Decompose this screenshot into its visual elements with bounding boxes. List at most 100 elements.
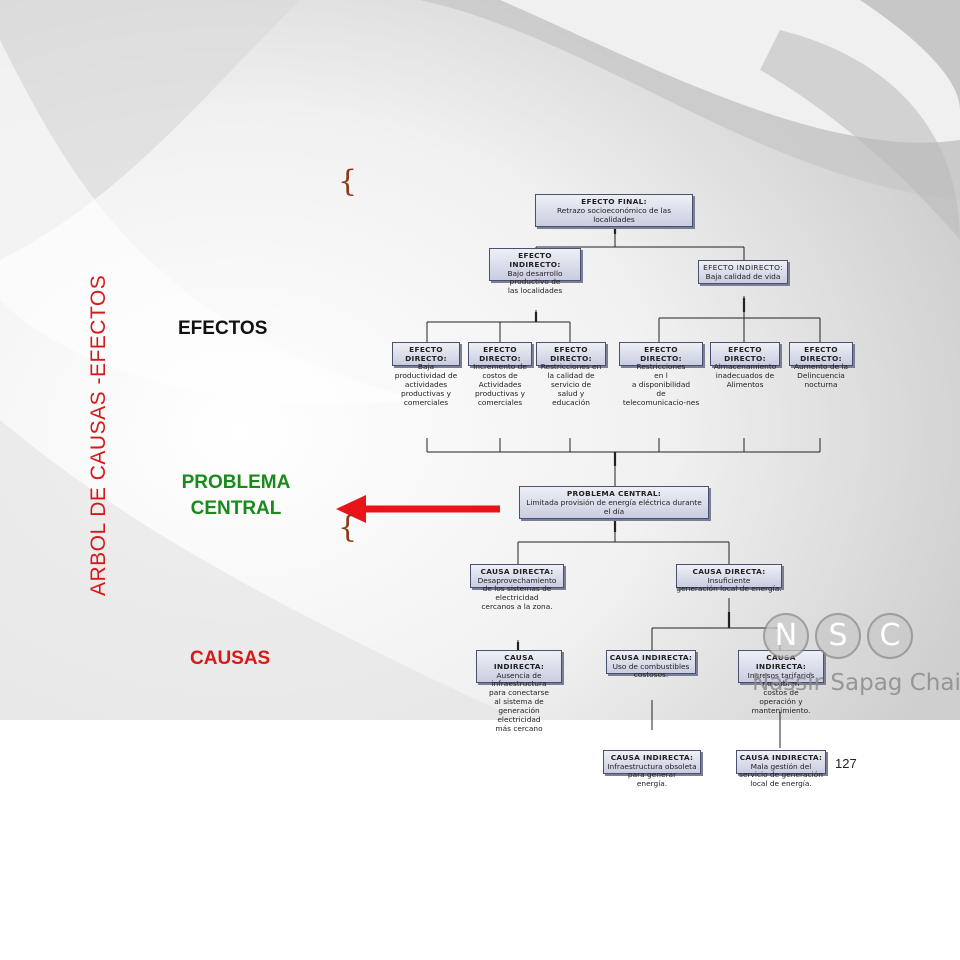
efecto-directo-ext: Delincuencia — [797, 371, 845, 380]
causa-indirecta-ext: costos de — [763, 688, 799, 697]
efecto-indirecto-box: EFECTO INDIRECTO: Baja calidad de vida — [698, 260, 788, 284]
causa-indirecta-ext: servicio de generación — [739, 770, 823, 779]
causa-indirecta-box: CAUSA INDIRECTA: Ausencia de infraestruc… — [476, 650, 562, 733]
efecto-directo-box: EFECTO DIRECTO: Incremento de costos de … — [468, 342, 532, 407]
causa-indirecta-ext: más cercano — [495, 724, 543, 733]
causa-indirecta-header: CAUSA INDIRECTA: Ausencia de — [476, 650, 562, 683]
problema-central-text: Limitada provisión de energía eléctrica … — [526, 498, 702, 516]
efecto-directo-title: EFECTO DIRECTO: — [800, 345, 842, 363]
problema-central-title: PROBLEMA CENTRAL: — [566, 489, 662, 498]
causa-indirecta-header: CAUSA INDIRECTA: Uso de combustibles — [606, 650, 696, 674]
efecto-directo-ext: Incremento de — [473, 362, 527, 371]
efecto-directo-ext: nocturna — [804, 380, 838, 389]
nsc-logo-letter: N — [774, 618, 798, 653]
causa-indirecta-ext: generación — [498, 706, 540, 715]
efecto-directo-ext: Restricciones — [636, 362, 686, 371]
efecto-directo-header: EFECTO DIRECTO: — [619, 342, 703, 366]
efecto-directo-box: EFECTO DIRECTO: Restricciones en l a dis… — [619, 342, 703, 407]
causa-indirecta-ext: para conectarse — [489, 688, 549, 697]
causa-indirecta-title: CAUSA INDIRECTA: — [609, 653, 693, 662]
causa-indirecta-box: CAUSA INDIRECTA: Mala gestión del servic… — [736, 750, 826, 788]
efecto-directo-ext: comerciales — [403, 398, 449, 407]
efecto-indirecto-title: EFECTO INDIRECTO: — [703, 263, 783, 272]
efecto-directo-ext: productividad de — [394, 371, 458, 380]
efecto-final-header: EFECTO FINAL: Retrazo socioeconómico de … — [535, 194, 693, 227]
causa-indirecta-ext: energía. — [636, 779, 668, 788]
causa-indirecta-title: CAUSA INDIRECTA: — [739, 753, 823, 762]
efecto-indirecto-box: EFECTO INDIRECTO: Bajo desarrollo produc… — [489, 248, 581, 295]
efecto-directo-ext: comerciales — [477, 398, 523, 407]
causa-indirecta-box: CAUSA INDIRECTA: Uso de combustibles cos… — [606, 650, 696, 679]
causa-indirecta-ext: al sistema de — [494, 697, 544, 706]
efecto-final-box: EFECTO FINAL: Retrazo socioeconómico de … — [535, 194, 693, 227]
causa-indirecta-ext: para generar — [627, 770, 677, 779]
brace-top-decoration: { — [338, 164, 358, 199]
causa-indirecta-header: CAUSA INDIRECTA: Infraestructura obsolet… — [603, 750, 701, 774]
nsc-logo-letter: C — [879, 618, 901, 653]
efecto-directo-title: EFECTO DIRECTO: — [724, 345, 766, 363]
causa-indirecta-text: Ausencia de — [496, 671, 542, 680]
efecto-indirecto-header: EFECTO INDIRECTO: Baja calidad de vida — [698, 260, 788, 284]
causa-indirecta-ext: no cubren — [762, 679, 800, 688]
efecto-directo-ext: productivas y — [401, 389, 451, 398]
efecto-directo-ext: Aumento de la — [793, 362, 849, 371]
nsc-logo-text: Nassir Sapag Chain — [752, 670, 960, 696]
label-problema-line1: PROBLEMA — [181, 472, 291, 493]
label-problema-central: PROBLEMA CENTRAL — [166, 470, 306, 522]
efecto-directo-ext: costos de — [482, 371, 518, 380]
efecto-directo-ext: Baja — [417, 362, 435, 371]
vertical-title: ARBOL DE CAUSAS -EFECTOS — [87, 274, 110, 596]
efecto-directo-header: EFECTO DIRECTO: — [710, 342, 780, 366]
causa-indirecta-ext: infraestructura — [491, 679, 547, 688]
efecto-indirecto-text: Baja calidad de vida — [705, 272, 781, 281]
efecto-directo-title: EFECTO DIRECTO: — [640, 345, 682, 363]
efecto-directo-title: EFECTO DIRECTO: — [479, 345, 521, 363]
efecto-directo-title: EFECTO DIRECTO: — [550, 345, 592, 363]
efecto-final-title: EFECTO FINAL: — [581, 197, 647, 206]
label-causas: CAUSAS — [190, 648, 271, 669]
efecto-directo-ext: Almacenamiento — [713, 362, 777, 371]
nsc-logo: N S C Nassir Sapag Chain — [752, 612, 960, 702]
page-number: 127 — [835, 756, 857, 771]
causa-indirecta-title: CAUSA INDIRECTA: — [610, 753, 694, 762]
efecto-final-text: Retrazo socioeconómico de las localidade… — [556, 206, 672, 224]
label-efectos: EFECTOS — [178, 318, 268, 339]
efecto-indirecto-text: Bajo desarrollo — [507, 269, 563, 278]
efecto-directo-ext: la calidad de — [547, 371, 595, 380]
causa-directa-header: CAUSA DIRECTA: Insuficiente — [676, 564, 782, 588]
efecto-directo-ext: educación — [552, 398, 590, 407]
causa-directa-text: Insuficiente — [707, 576, 751, 585]
efecto-directo-ext: Restricciones en — [540, 362, 602, 371]
efecto-directo-box: EFECTO DIRECTO: Aumento de la Delincuenc… — [789, 342, 853, 389]
efecto-directo-ext: a disponibilidad — [631, 380, 691, 389]
causa-indirecta-text: Mala gestión del — [750, 762, 812, 771]
efecto-directo-ext: inadecuados de — [715, 371, 775, 380]
efecto-directo-ext: salud y — [557, 389, 585, 398]
efecto-directo-ext: Alimentos — [726, 380, 764, 389]
efecto-directo-header: EFECTO DIRECTO: — [789, 342, 853, 366]
causa-directa-title: CAUSA DIRECTA: — [692, 567, 766, 576]
causa-directa-box: CAUSA DIRECTA: Insuficiente generación l… — [676, 564, 782, 593]
efecto-indirecto-header: EFECTO INDIRECTO: Bajo desarrollo — [489, 248, 581, 281]
causa-indirecta-ext: operación y — [759, 697, 803, 706]
causa-directa-text: Desaprovechamiento — [477, 576, 557, 585]
efecto-directo-ext: actividades — [404, 380, 448, 389]
problema-central-box: PROBLEMA CENTRAL: Limitada provisión de … — [519, 486, 709, 519]
label-problema-line2: CENTRAL — [190, 498, 282, 519]
efecto-indirecto-ext: productivo de — [509, 277, 561, 286]
efecto-directo-box: EFECTO DIRECTO: Almacenamiento inadecuad… — [710, 342, 780, 389]
efecto-directo-header: EFECTO DIRECTO: — [468, 342, 532, 366]
causa-indirecta-header: CAUSA INDIRECTA: Mala gestión del — [736, 750, 826, 774]
causa-indirecta-box: CAUSA INDIRECTA: Infraestructura obsolet… — [603, 750, 701, 788]
efecto-indirecto-ext: las localidades — [507, 286, 563, 295]
causa-indirecta-title: CAUSA INDIRECTA: — [493, 653, 545, 671]
efecto-directo-header: EFECTO DIRECTO: — [536, 342, 606, 366]
causa-directa-ext: electricidad — [495, 593, 539, 602]
efecto-directo-title: EFECTO DIRECTO: — [405, 345, 447, 363]
efecto-indirecto-title: EFECTO INDIRECTO: — [509, 251, 561, 269]
causa-indirecta-ext: local de energía. — [750, 779, 812, 788]
efecto-directo-box: EFECTO DIRECTO: Baja productividad de ac… — [392, 342, 460, 407]
causa-indirecta-text: Infraestructura obsoleta — [607, 762, 697, 771]
efecto-directo-box: EFECTO DIRECTO: Restricciones en la cali… — [536, 342, 606, 407]
